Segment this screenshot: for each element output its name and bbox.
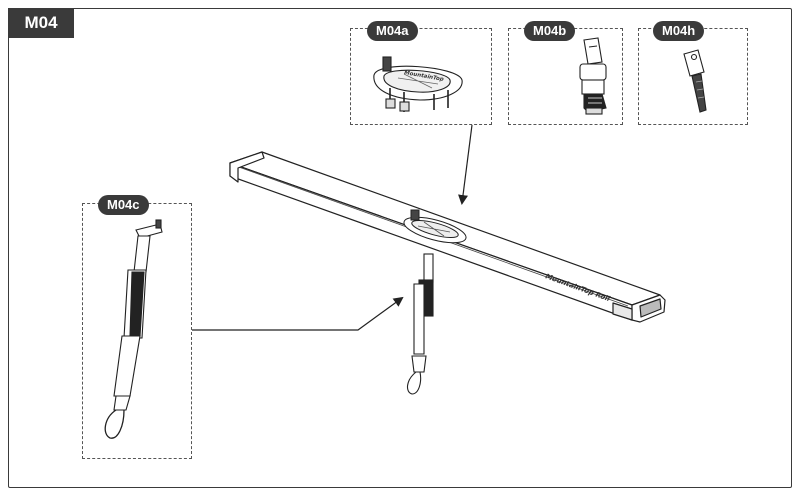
strap-upper-rod [133,235,151,273]
callout-m04a: M04a [367,21,418,41]
detail-box-m04a [350,28,492,125]
key-part [683,49,707,113]
strap-loop [104,409,125,439]
rail-end-clip [612,302,633,321]
cylinder-key-head [583,37,603,65]
arrow-m04a-to-rail [458,124,473,205]
cylinder-top [579,63,607,81]
rail-end-bracket [639,298,662,318]
rail-lock-housing [403,209,467,244]
key-head [683,49,705,77]
rail-strap [407,253,434,395]
lock-housing-part [373,56,463,112]
callout-m04b: M04b [524,21,576,41]
diagram-frame [8,8,792,488]
rail-left-end-cap [229,151,265,183]
main-part-label: M04 [8,8,74,38]
strap-part [104,219,163,439]
strap-band [113,335,141,397]
callout-m04h: M04h [653,21,705,41]
lock-cylinder-part [579,37,607,115]
key-blade [691,73,707,113]
arrow-m04c-to-strap [192,296,404,331]
callout-m04c: M04c [98,195,149,215]
